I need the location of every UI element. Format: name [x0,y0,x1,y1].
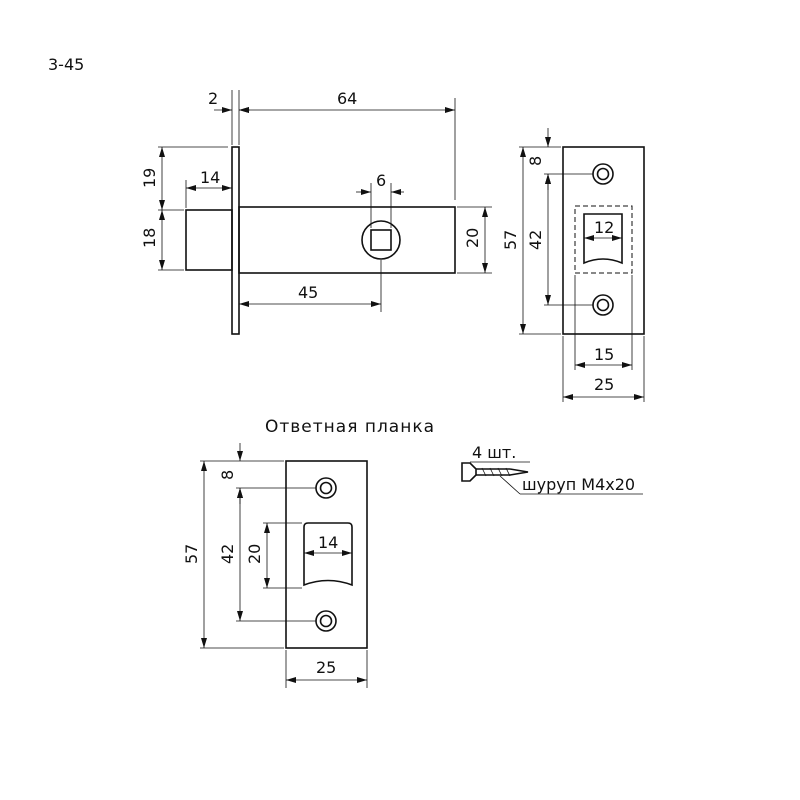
strike-screw-hole-bottom [315,610,337,632]
faceplate-view: 8 57 42 12 15 25 [501,128,645,402]
strike-plate-view: 8 57 42 20 14 25 [182,443,368,688]
model-code: 3-45 [48,55,84,74]
screw-count-label: 4 шт. [472,443,516,462]
screw-tip [509,468,529,476]
screw-head [461,462,477,482]
dim-faceplate-height: 57 [501,230,520,250]
dim-strike-screw-offset: 8 [218,470,237,480]
dim-bolt-length: 14 [200,168,220,187]
faceplate-screw-hole-bottom [592,294,614,316]
dim-strike-opening-height: 20 [245,544,264,564]
dim-spindle: 6 [376,171,386,190]
faceplate-hidden-window [574,205,633,274]
latch-bolt [185,209,233,271]
dim-flange-offset: 19 [140,168,159,188]
latch-body [238,206,456,274]
faceplate-screw-hole-top [592,163,614,185]
dim-bolt-height: 18 [140,228,159,248]
screw-spec-label: шуруп M4x20 [522,475,635,494]
dim-strike-screw-spacing: 42 [218,544,237,564]
strike-opening [303,522,353,587]
spindle-square [370,229,392,251]
dim-flange-thickness: 2 [208,89,218,108]
strike-plate-outline [285,460,368,649]
dim-strike-height: 57 [182,544,201,564]
latch-side-view: 2 64 19 18 14 6 20 45 [140,89,492,335]
strike-plate-title: Ответная планка [265,417,435,437]
dim-body-length: 64 [337,89,357,108]
dim-backset: 45 [298,283,318,302]
latch-flange [231,146,240,335]
faceplate-bolt-profile [583,213,623,265]
spindle-hole [361,220,401,260]
strike-screw-hole-top [315,477,337,499]
dim-faceplate-bolt-width: 12 [594,218,614,237]
dim-faceplate-window-width: 15 [594,345,614,364]
dim-strike-width: 25 [316,658,336,677]
dim-body-height: 20 [463,228,482,248]
dim-faceplate-screw-offset: 8 [526,156,545,166]
screw-illustration: 4 шт. шуруп M4x20 [461,443,643,495]
dim-strike-opening-width: 14 [318,533,338,552]
dim-faceplate-screw-spacing: 42 [526,230,545,250]
dim-faceplate-width: 25 [594,375,614,394]
faceplate-outline [562,146,645,335]
